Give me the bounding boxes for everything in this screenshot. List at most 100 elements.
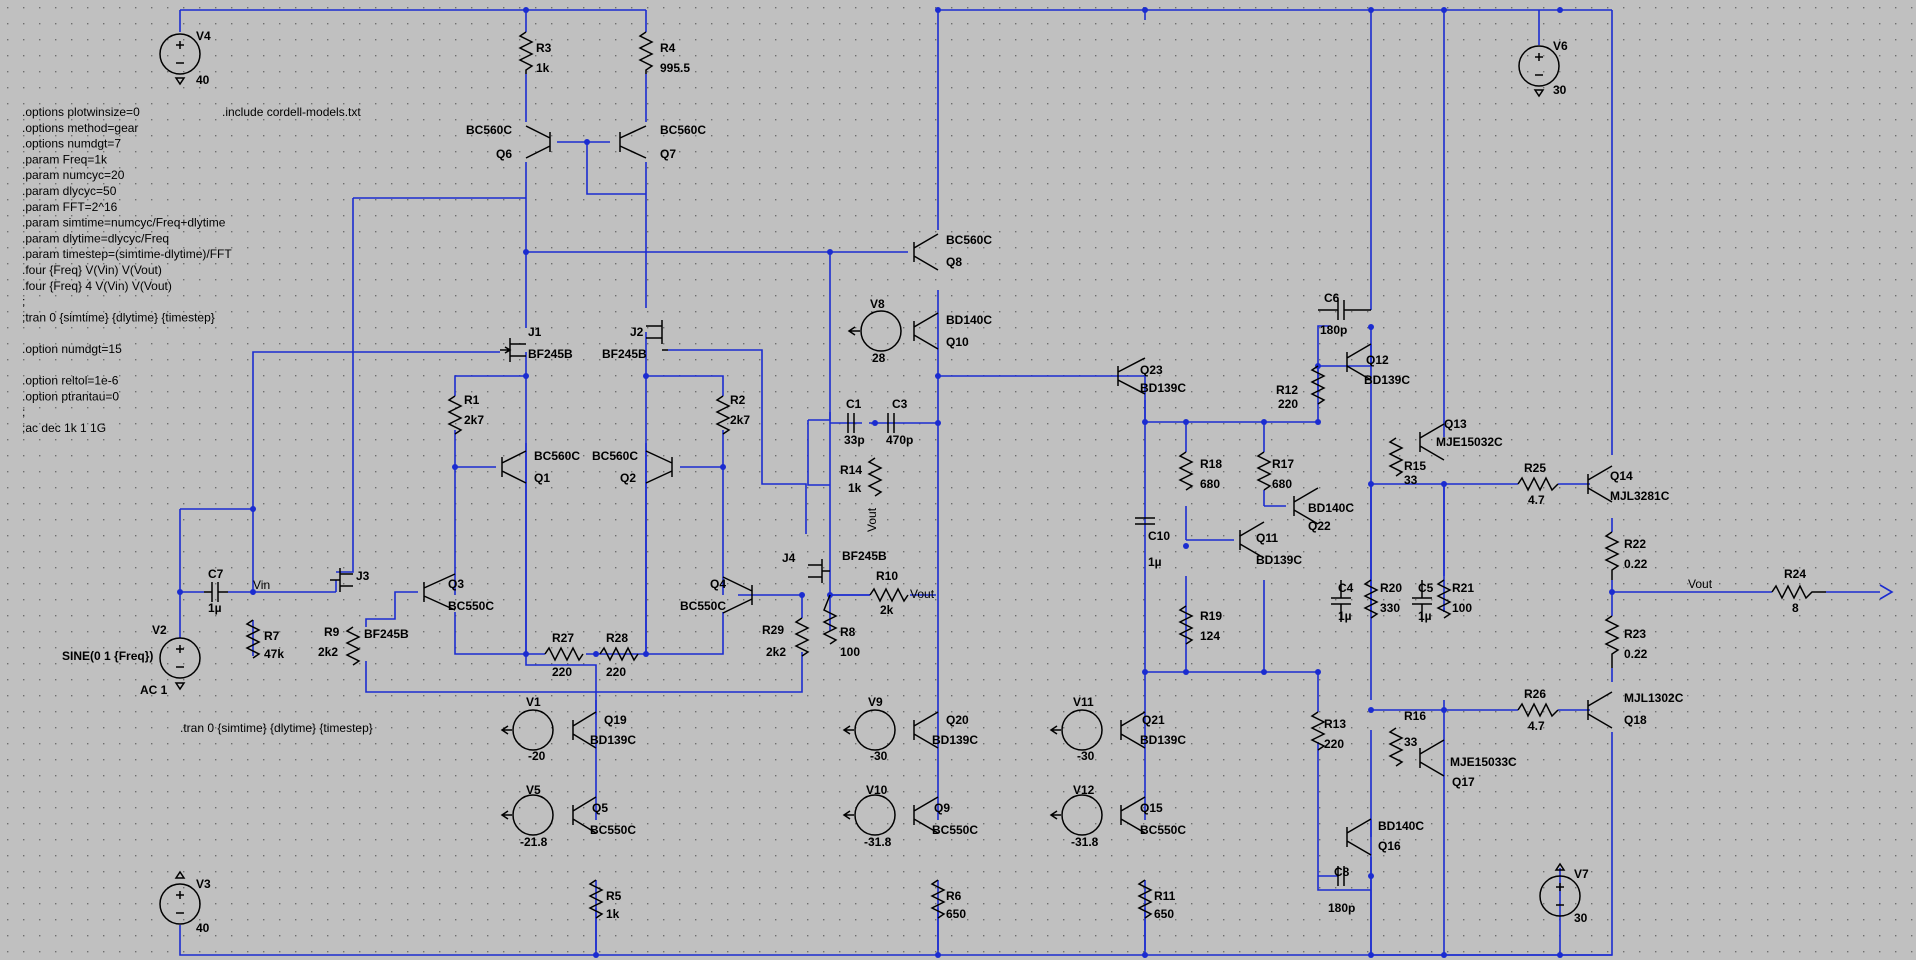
resistor-R18[interactable] [1178, 451, 1194, 491]
source-V10[interactable] [842, 794, 896, 836]
source-V2[interactable] [159, 637, 201, 691]
label-R24-name: R24 [1784, 567, 1806, 581]
label-Q3-model: BC550C [448, 599, 494, 613]
label-R14-value: 1k [848, 481, 862, 495]
transistor-Q9[interactable] [913, 796, 939, 834]
source-V9[interactable] [842, 709, 896, 751]
resistor-R19[interactable] [1178, 605, 1194, 645]
label-R23-name: R23 [1624, 627, 1646, 641]
transistor-Q15[interactable] [1120, 796, 1146, 834]
source-V4[interactable] [159, 33, 201, 86]
transistor-Q4[interactable] [722, 576, 753, 614]
capacitor-C3[interactable] [887, 413, 895, 433]
transistor-Q18[interactable] [1587, 691, 1613, 729]
transistor-Q3[interactable] [423, 573, 456, 611]
transistor-Q1[interactable] [501, 450, 527, 484]
resistor-R17[interactable] [1256, 451, 1272, 491]
source-V11[interactable] [1049, 709, 1103, 751]
directive-line: ; [22, 405, 25, 419]
resistor-R12[interactable] [1310, 365, 1326, 405]
directive-line: .options plotwinsize=0 [22, 105, 140, 119]
resistor-R13[interactable] [1310, 711, 1326, 751]
label-V6-name: V6 [1553, 39, 1568, 53]
transistor-Q19[interactable] [572, 711, 597, 749]
label-R27-value: 220 [552, 665, 572, 679]
resistor-R23[interactable] [1604, 615, 1620, 668]
resistor-R25[interactable] [1517, 476, 1559, 492]
resistor-R1[interactable] [447, 395, 463, 435]
jfet-J2[interactable] [646, 320, 668, 351]
label-C10-value: 1µ [1148, 555, 1162, 569]
label-R15-value: 33 [1404, 473, 1418, 487]
label-R7-name: R7 [264, 629, 280, 643]
resistor-R27[interactable] [544, 646, 584, 662]
label-Q4-name: Q4 [710, 577, 726, 591]
resistor-R15[interactable] [1388, 437, 1404, 477]
transistor-Q13[interactable] [1419, 423, 1445, 461]
source-V6[interactable] [1518, 45, 1560, 98]
transistor-Q10[interactable] [913, 312, 939, 350]
resistor-R9[interactable] [345, 626, 361, 666]
source-V1[interactable] [500, 709, 554, 751]
resistor-R14[interactable] [867, 457, 883, 497]
jfet-J1[interactable] [500, 338, 526, 362]
capacitor-C1[interactable] [847, 413, 855, 433]
resistor-R24[interactable] [1771, 584, 1826, 600]
transistor-Q22[interactable] [1293, 487, 1319, 525]
resistor-R8[interactable] [822, 594, 838, 645]
resistor-R6[interactable] [930, 879, 946, 919]
label-R7-value: 47k [264, 647, 284, 661]
transistor-Q8[interactable] [913, 233, 939, 271]
output-port-arrow [1879, 584, 1894, 600]
source-V12[interactable] [1049, 794, 1103, 836]
label-Q9-model: BC550C [932, 823, 978, 837]
resistor-R26[interactable] [1517, 702, 1559, 718]
transistor-Q11[interactable] [1239, 521, 1265, 559]
transistor-Q17[interactable] [1419, 739, 1445, 777]
transistor-Q2[interactable] [645, 450, 673, 484]
directive-line: .param numcyc=20 [22, 168, 125, 182]
resistor-R5[interactable] [588, 879, 604, 919]
source-V3[interactable] [159, 870, 201, 925]
capacitor-C8[interactable] [1337, 866, 1345, 886]
label-C6-name: C6 [1324, 291, 1340, 305]
resistor-R3[interactable] [518, 31, 534, 74]
label-R29-name: R29 [762, 623, 784, 637]
capacitor-C10[interactable] [1135, 517, 1155, 525]
resistor-R10[interactable] [869, 587, 909, 603]
transistor-Q16[interactable] [1346, 818, 1372, 856]
capacitor-C7[interactable] [204, 582, 228, 602]
resistor-R29[interactable] [794, 617, 810, 657]
resistor-R4[interactable] [638, 31, 654, 74]
transistor-Q7[interactable] [619, 125, 647, 159]
label-V8-value: 28 [872, 351, 886, 365]
transistor-Q14[interactable] [1587, 465, 1613, 503]
transistor-Q6[interactable] [525, 125, 551, 159]
capacitor-C4[interactable] [1331, 580, 1351, 622]
transistor-Q12[interactable] [1346, 343, 1372, 381]
source-V7[interactable] [1539, 862, 1581, 917]
label-R18-name: R18 [1200, 457, 1222, 471]
resistor-R7[interactable] [245, 619, 261, 659]
capacitor-C5[interactable] [1412, 580, 1432, 622]
label-V9-value: -30 [870, 749, 888, 763]
resistor-R21[interactable] [1436, 579, 1452, 619]
jfet-J4[interactable] [808, 559, 830, 583]
transistor-Q23[interactable] [1117, 357, 1146, 395]
source-V5[interactable] [500, 794, 554, 836]
transistor-Q21[interactable] [1120, 711, 1146, 749]
resistor-R20[interactable] [1363, 579, 1379, 619]
jfet-J3[interactable] [330, 568, 353, 592]
label-R11-name: R11 [1154, 889, 1176, 903]
source-V8[interactable] [847, 310, 902, 352]
resistor-R16[interactable] [1388, 727, 1404, 767]
resistor-R22[interactable] [1604, 531, 1620, 580]
resistor-R11[interactable] [1137, 879, 1153, 919]
transistor-Q5[interactable] [572, 796, 597, 834]
label-R8-name: R8 [840, 625, 856, 639]
resistor-R2[interactable] [715, 395, 731, 435]
transistor-Q20[interactable] [913, 711, 939, 749]
label-R20-value: 330 [1380, 601, 1400, 615]
capacitor-C6[interactable] [1318, 300, 1371, 320]
resistor-R28[interactable] [599, 646, 639, 662]
